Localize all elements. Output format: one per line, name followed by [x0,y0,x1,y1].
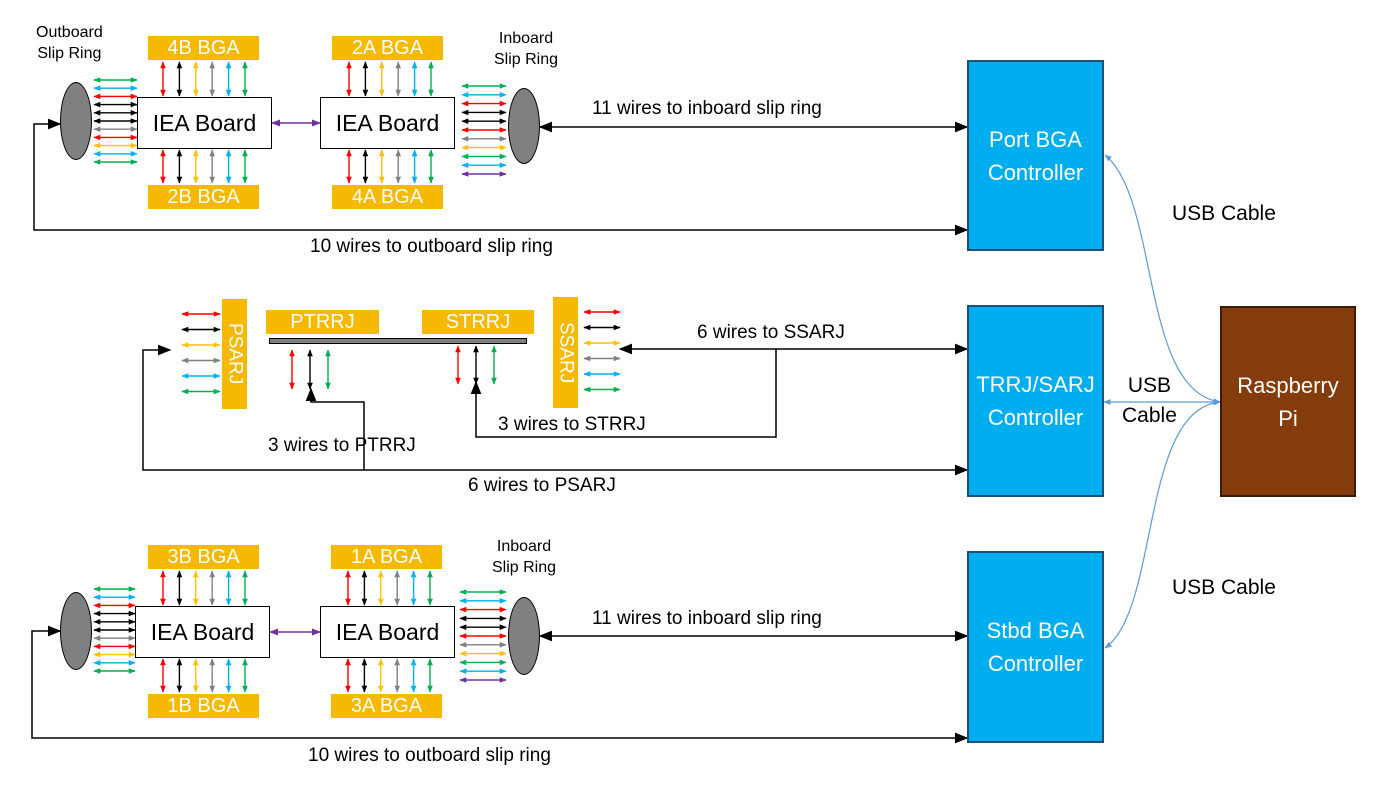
bottom-outboard-wires-label: 10 wires to outboard slip ring [308,745,551,766]
raspberry-pi: Raspberry Pi [1220,306,1356,497]
psarj-wires-label: 6 wires to PSARJ [468,475,616,496]
top-iea-board-left: IEA Board [137,97,272,149]
bga-2a: 2A BGA [332,36,443,60]
stbd-bga-controller: Stbd BGA Controller [967,551,1104,743]
usb-cable-top [1104,154,1221,404]
top-iea-board-right: IEA Board [320,97,455,149]
bottom-iea-board-right: IEA Board [320,606,455,658]
port-bga-controller: Port BGA Controller [967,60,1104,251]
top-inboard-wires-label: 11 wires to inboard slip ring [592,98,822,119]
bottom-outboard-wire [31,625,969,744]
bga-2b: 2B BGA [148,185,259,209]
bga-3a: 3A BGA [331,694,442,718]
truss-beam [269,338,527,344]
usb-cable-middle-label: USB Cable [1122,374,1177,427]
bga-4a: 4A BGA [332,185,443,209]
bga-1a: 1A BGA [331,545,442,569]
usb-cable-bottom-label: USB Cable [1172,576,1276,599]
top-outboard-slip-ring [60,82,92,160]
bottom-outboard-slip-ring [60,592,92,670]
ssarj-wires-label: 6 wires to SSARJ [697,322,845,343]
bottom-inboard-slip-ring-label: Inboard Slip Ring [492,538,557,576]
top-outboard-wires-label: 10 wires to outboard slip ring [310,236,553,257]
top-outboard-slip-ring-label: Outboard Slip Ring [36,24,103,62]
bottom-inboard-slip-ring [508,597,540,675]
top-inboard-slip-ring-label: Inboard Slip Ring [494,30,559,68]
ssarj-box: SSARJ [553,297,578,408]
bga-1b: 1B BGA [148,694,259,718]
ptrrj-wires-label: 3 wires to PTRRJ [268,435,416,456]
bottom-inboard-wires-label: 11 wires to inboard slip ring [592,608,822,629]
strrj-box: STRRJ [422,310,534,334]
ptrrj-box: PTRRJ [266,310,379,334]
psarj-box: PSARJ [222,299,247,409]
top-inboard-slip-ring [508,88,540,164]
bga-3b: 3B BGA [148,545,259,569]
top-outboard-wire [33,118,969,236]
usb-cable-top-label: USB Cable [1172,202,1276,225]
trrj-sarj-controller: TRRJ/SARJ Controller [967,305,1104,497]
bottom-iea-board-left: IEA Board [135,606,270,658]
bga-4b: 4B BGA [148,36,259,60]
strrj-wires-label: 3 wires to STRRJ [498,414,646,435]
psarj-wire [142,344,969,476]
usb-cable-bottom [1104,399,1221,649]
